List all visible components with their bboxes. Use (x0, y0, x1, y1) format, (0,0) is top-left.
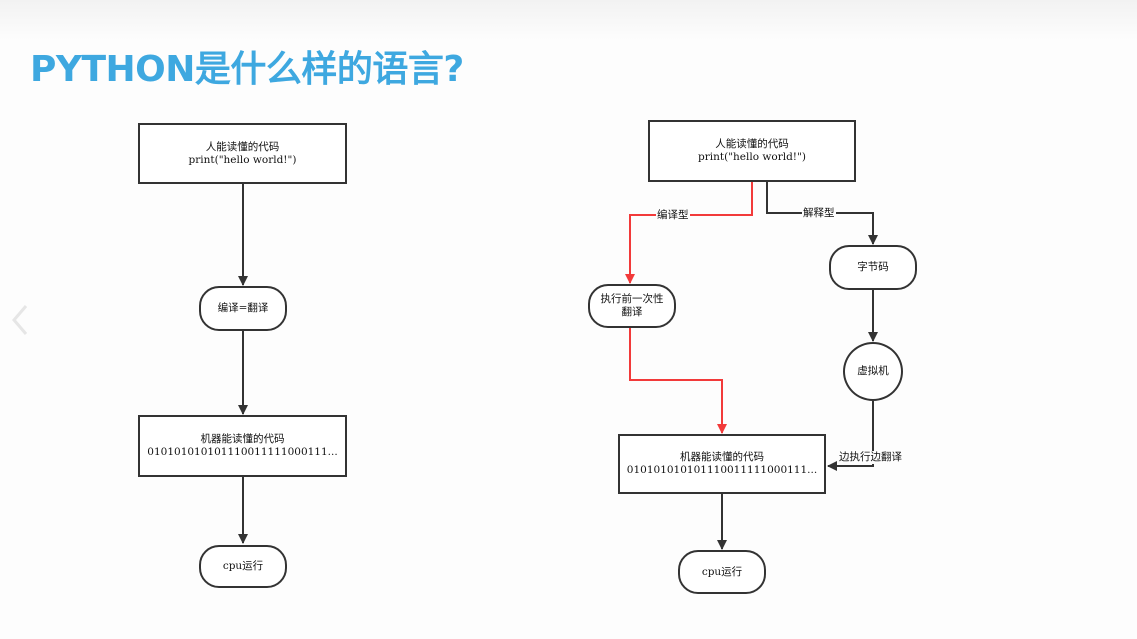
left-machine-code-box: 机器能读懂的代码 01010101010111001111100011​1... (138, 415, 347, 477)
right-vm-label: 虚拟机 (857, 365, 889, 377)
right-machine-code-sample: 01010101010111001111100011​1... (626, 464, 818, 476)
right-translate-on-run-label: 边执行边翻译 (838, 451, 903, 464)
right-translate-once-node: 执行前一次性 翻译 (588, 284, 676, 328)
left-compile-node: 编译=翻译 (199, 286, 287, 331)
right-interpreted-label: 解释型 (802, 207, 836, 220)
left-human-code-label: 人能读懂的代码 (205, 140, 280, 153)
right-bytecode-label: 字节码 (857, 261, 889, 273)
left-machine-code-label: 机器能读懂的代码 (200, 433, 285, 445)
slide-title: PYTHON是什么样的语言? (30, 49, 464, 90)
right-human-code-label: 人能读懂的代码 (715, 138, 789, 150)
left-machine-code-sample: 01010101010111001111100011​1... (147, 446, 338, 458)
right-human-code-box: 人能读懂的代码 print("hello world!") (648, 120, 856, 182)
left-human-code-box: 人能读懂的代码 print("hello world!") (138, 123, 347, 184)
right-human-code-sample: print("hello world!") (698, 151, 806, 163)
right-vm-to-machine (827, 401, 874, 471)
right-machine-code-box: 机器能读懂的代码 01010101010111001111100011​1... (618, 434, 826, 494)
right-translate-once-line2: 翻译 (621, 306, 643, 318)
left-compile-label: 编译=翻译 (217, 302, 269, 314)
right-compiled-arrow (625, 182, 753, 284)
right-cpu-label: cpu运行 (701, 565, 743, 578)
left-cpu-label: cpu运行 (222, 560, 264, 572)
right-bytecode-node: 字节码 (829, 245, 917, 290)
right-compiled-arrow-2 (629, 328, 727, 434)
chevron-left-icon[interactable] (8, 302, 32, 338)
right-translate-once-line1: 执行前一次性 (600, 293, 664, 305)
right-vm-node: 虚拟机 (843, 342, 903, 401)
left-human-code-sample: print("hello world!") (188, 153, 297, 166)
left-cpu-node: cpu运行 (199, 545, 287, 588)
right-cpu-node: cpu运行 (678, 550, 766, 594)
right-compiled-label: 编译型 (656, 209, 690, 222)
right-machine-code-label: 机器能读懂的代码 (680, 451, 764, 463)
top-strip (0, 0, 1137, 40)
